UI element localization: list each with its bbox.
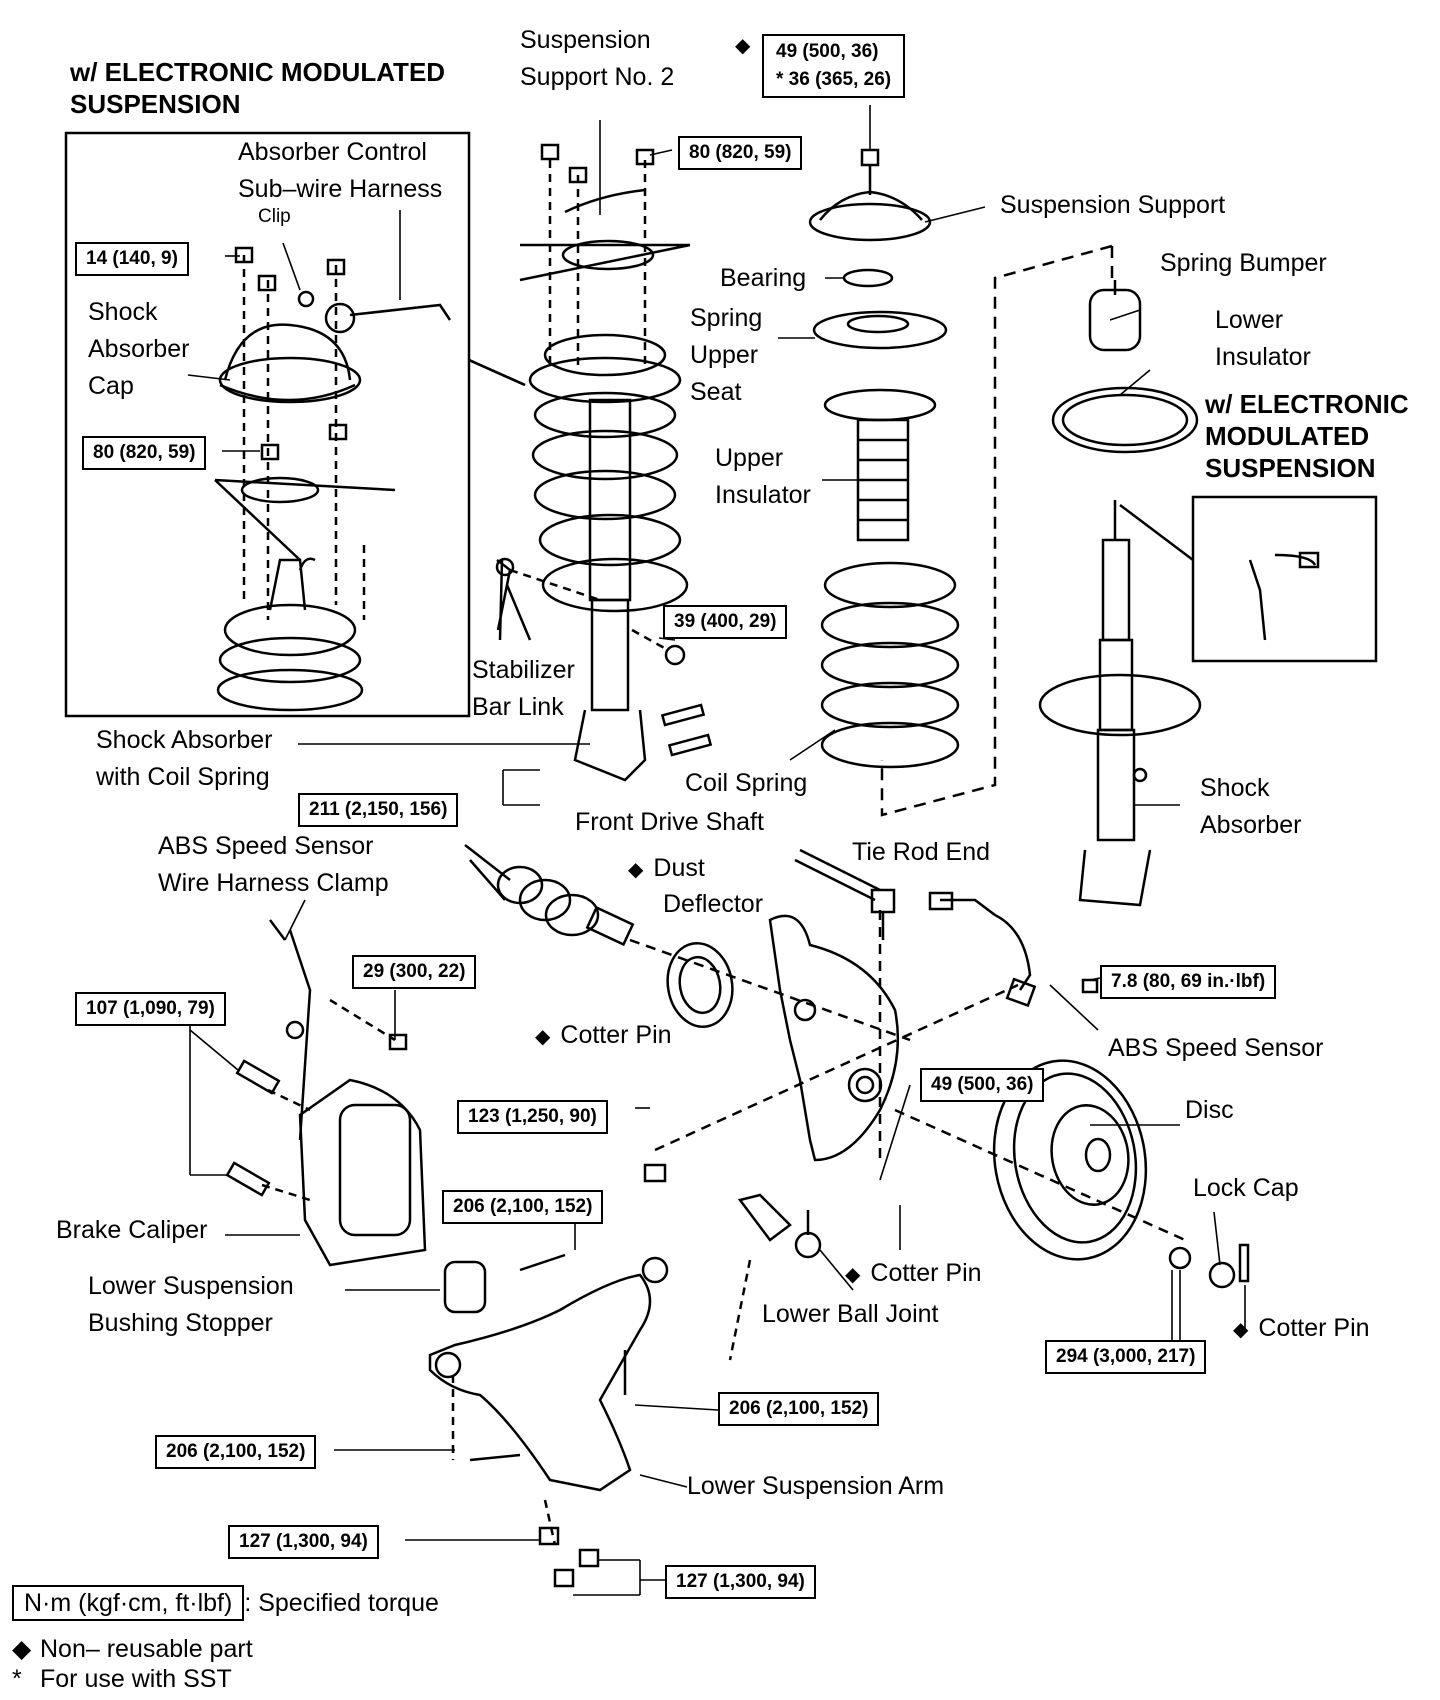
label-clip: Clip	[258, 206, 291, 227]
torque-support-no2: 80 (820, 59)	[678, 136, 803, 170]
label-lower-insulator: Lower Insulator	[1215, 306, 1311, 371]
lower-suspension-arm	[428, 1163, 669, 1588]
torque-abs-sensor: 7.8 (80, 69 in.·lbf)	[1100, 965, 1277, 999]
legend-nonreusable-text: Non– reusable part	[40, 1635, 253, 1663]
label-disc: Disc	[1185, 1096, 1234, 1124]
label-cotter-pin-upper: ◆Cotter Pin	[535, 1021, 672, 1049]
lower-ball-joint	[728, 1193, 822, 1361]
label-abs-wire-harness-clamp: ABS Speed Sensor Wire Harness Clamp	[158, 832, 389, 897]
torque-suspension-support: 49 (500, 36) * 36 (365, 26)	[762, 34, 906, 98]
label-front-drive-shaft: Front Drive Shaft	[575, 808, 764, 836]
steering-knuckle	[768, 910, 900, 1162]
diamond-icon: ◆	[12, 1635, 32, 1663]
label-lower-ball-joint: Lower Ball Joint	[762, 1300, 939, 1328]
shock-absorber-right	[1038, 280, 1320, 907]
brake-caliper	[225, 919, 427, 1267]
label-lower-bushing-stopper: Lower Suspension Bushing Stopper	[88, 1272, 294, 1337]
label-stabilizer-bar-link: Stabilizer Bar Link	[472, 656, 575, 721]
torque-harness-nut: 14 (140, 9)	[75, 242, 189, 276]
torque-bushing-bolt: 206 (2,100, 152)	[442, 1190, 604, 1224]
tie-rod-end	[794, 848, 896, 940]
torque-caliper-bolts: 107 (1,090, 79)	[75, 992, 226, 1026]
label-shock-absorber-coil-spring: Shock Absorber with Coil Spring	[96, 726, 273, 791]
legend-torque: N·m (kgf·cm, ft·lbf): Specified torque	[12, 1585, 439, 1621]
legend-sst: * For use with SST	[12, 1664, 232, 1694]
label-suspension-support: Suspension Support	[1000, 191, 1226, 219]
label-spring-upper-seat: Spring Upper Seat	[690, 304, 763, 406]
legend-torque-box: N·m (kgf·cm, ft·lbf)	[12, 1585, 245, 1621]
torque-value: 49 (500, 36)	[776, 41, 879, 62]
torque-hub-nut: 294 (3,000, 217)	[1045, 1340, 1207, 1374]
torque-ball-joint-nut: 49 (500, 36)	[920, 1068, 1045, 1102]
dust-deflector	[666, 942, 734, 1028]
torque-arm-front-bolt: 206 (2,100, 152)	[155, 1435, 317, 1469]
inset-frame-wire	[1191, 495, 1378, 663]
legend-nonreusable: ◆ Non– reusable part	[12, 1634, 253, 1664]
torque-abs-clamp: 29 (300, 22)	[352, 955, 477, 989]
label-coil-spring: Coil Spring	[685, 769, 808, 797]
spring-stack	[808, 148, 960, 769]
label-lower-suspension-arm: Lower Suspension Arm	[687, 1472, 945, 1500]
label-upper-insulator: Upper Insulator	[715, 444, 811, 509]
label-suspension-support-no2: Suspension Support No. 2	[520, 26, 675, 91]
torque-arm-rear-right: 127 (1,300, 94)	[665, 1565, 816, 1599]
torque-arm-rear-left: 127 (1,300, 94)	[228, 1525, 379, 1559]
front-drive-shaft	[464, 844, 911, 1042]
label-shock-absorber-cap: Shock Absorber Cap	[88, 298, 190, 400]
torque-strut-bolts: 211 (2,150, 156)	[298, 793, 459, 827]
brake-disc	[894, 1059, 1250, 1289]
label-dust-deflector: ◆Dust	[628, 854, 705, 882]
torque-value-sst: * 36 (365, 26)	[776, 69, 892, 90]
strut-assembly	[519, 143, 713, 782]
legend-sst-text: For use with SST	[40, 1665, 232, 1693]
label-cotter-pin-hub: ◆Cotter Pin	[1233, 1314, 1370, 1342]
torque-tie-rod-nut: 123 (1,250, 90)	[457, 1100, 608, 1134]
nonreusable-mark-support: ◆	[735, 35, 751, 57]
label-lock-cap: Lock Cap	[1193, 1174, 1299, 1202]
inset-cap-assembly	[214, 246, 452, 712]
abs-speed-sensor	[654, 891, 1099, 1152]
label-cotter-pin-ball-joint: ◆Cotter Pin	[845, 1259, 982, 1287]
label-spring-bumper: Spring Bumper	[1160, 249, 1327, 277]
label-abs-speed-sensor: ABS Speed Sensor	[1108, 1034, 1324, 1062]
emm-right-title: w/ ELECTRONIC MODULATED SUSPENSION	[1205, 389, 1409, 483]
label-absorber-control-harness: Absorber Control Sub–wire Harness	[238, 138, 443, 203]
emm-inset-title: w/ ELECTRONIC MODULATED SUSPENSION	[70, 57, 446, 119]
torque-cap-nut: 80 (820, 59)	[82, 436, 207, 470]
label-dust-deflector-line2: Deflector	[663, 890, 764, 918]
stabilizer-bar-link	[495, 557, 601, 641]
label-shock-absorber: Shock Absorber	[1200, 774, 1302, 839]
dashed-group-line	[880, 244, 1113, 817]
label-brake-caliper: Brake Caliper	[56, 1216, 208, 1244]
inset-frame-emm	[64, 131, 471, 718]
label-tie-rod-end: Tie Rod End	[852, 838, 991, 866]
torque-ball-joint-bolt: 206 (2,100, 152)	[718, 1392, 880, 1426]
legend-torque-text: : Specified torque	[244, 1589, 439, 1617]
torque-stabilizer-nut: 39 (400, 29)	[663, 605, 788, 639]
label-bearing: Bearing	[720, 264, 807, 292]
asterisk-icon: *	[12, 1665, 22, 1693]
